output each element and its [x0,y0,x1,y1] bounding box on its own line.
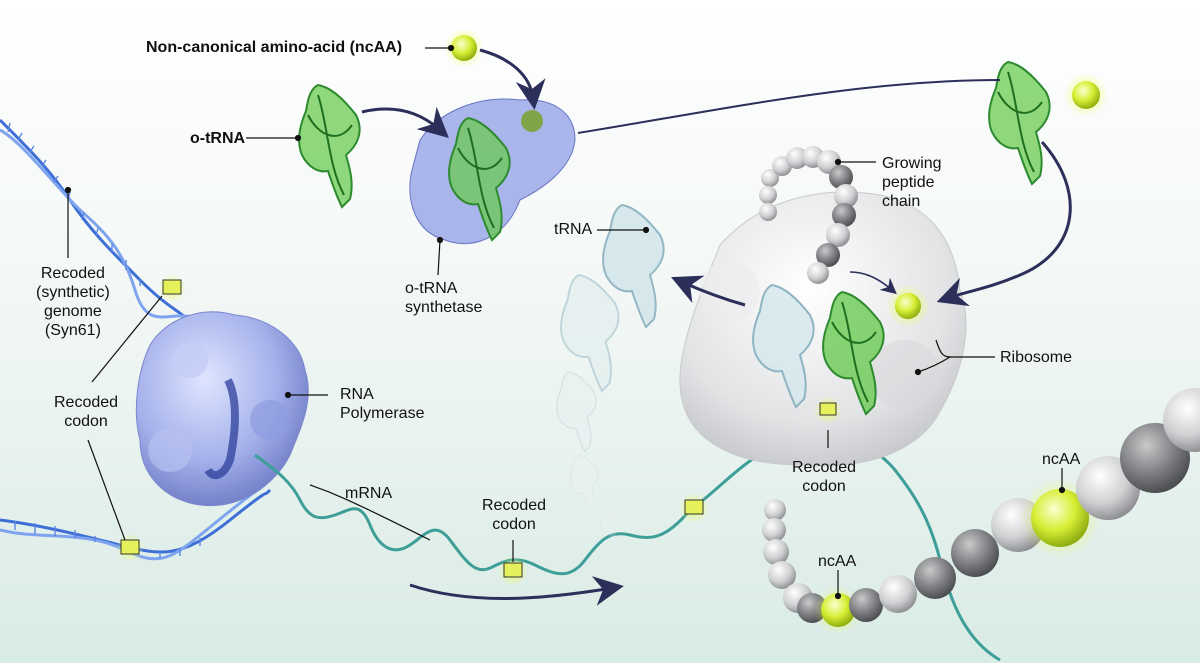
released-trna-3 [556,371,597,452]
rna-polymerase-label: RNA Polymerase [340,386,425,422]
dna-rungs-bottom [14,521,201,558]
dna-recoded-codon-top [158,274,186,302]
leader-lines [64,44,1066,600]
ncaa-bound-synthetase [521,110,543,132]
dna-recoded-codon-bottom [116,534,144,562]
arrow-ncaa-to-synthetase [479,48,546,110]
arrow-to-ribosome [936,140,1072,307]
ncaa-title-label: Non-canonical amino-acid (ncAA) [146,39,403,56]
recoded-genome-label: Recoded (synthetic) genome (Syn61) [36,265,110,339]
ncaa-right-label: ncAA [1042,451,1081,468]
ncaa-in-ribosome [886,284,930,328]
mrna-codon-highlight [498,556,528,586]
recoded-codon-left-label: Recoded codon [54,394,119,430]
arrow-peptide-to-site [849,271,897,295]
mrna-strand [254,433,1001,662]
ribosome-label: Ribosome [1000,349,1073,366]
o-trna-bound [448,117,511,241]
recoded-codon-ribosome-label: Recoded codon [792,459,857,495]
ncaa-free [444,28,484,68]
process-arrows [361,48,1072,606]
transfer-line [577,79,1001,134]
growing-peptide-chain-label: Growing peptide chain [882,155,942,210]
recoded-codon-mrna-label: Recoded codon [482,497,547,533]
o-trna-label: o-tRNA [190,130,246,147]
arrow-trna-release [671,275,746,307]
charged-o-trna [988,61,1051,185]
growing-peptide-chain-top [759,146,858,284]
ribosome-codon-highlight [814,396,842,424]
rna-polymerase [135,311,309,507]
o-trna-synthetase-label: o-tRNA synthetase [405,280,483,316]
ribosome [679,191,967,467]
ncaa-bottom-label: ncAA [818,553,857,570]
trna-label: tRNA [554,221,593,238]
mrna-codon-highlight-2 [679,493,709,523]
dna-rungs-top [7,122,141,286]
arrow-trna-to-synthetase [361,106,449,139]
mrna-label: mRNA [345,485,393,502]
released-trna-4 [570,454,599,511]
arrow-mrna-direction [409,576,624,606]
ncaa-on-charged-trna [1064,73,1108,117]
peptide-chain-bottom [762,388,1200,634]
o-trna-in-ribosome [822,291,885,415]
o-trna-free [298,84,361,208]
